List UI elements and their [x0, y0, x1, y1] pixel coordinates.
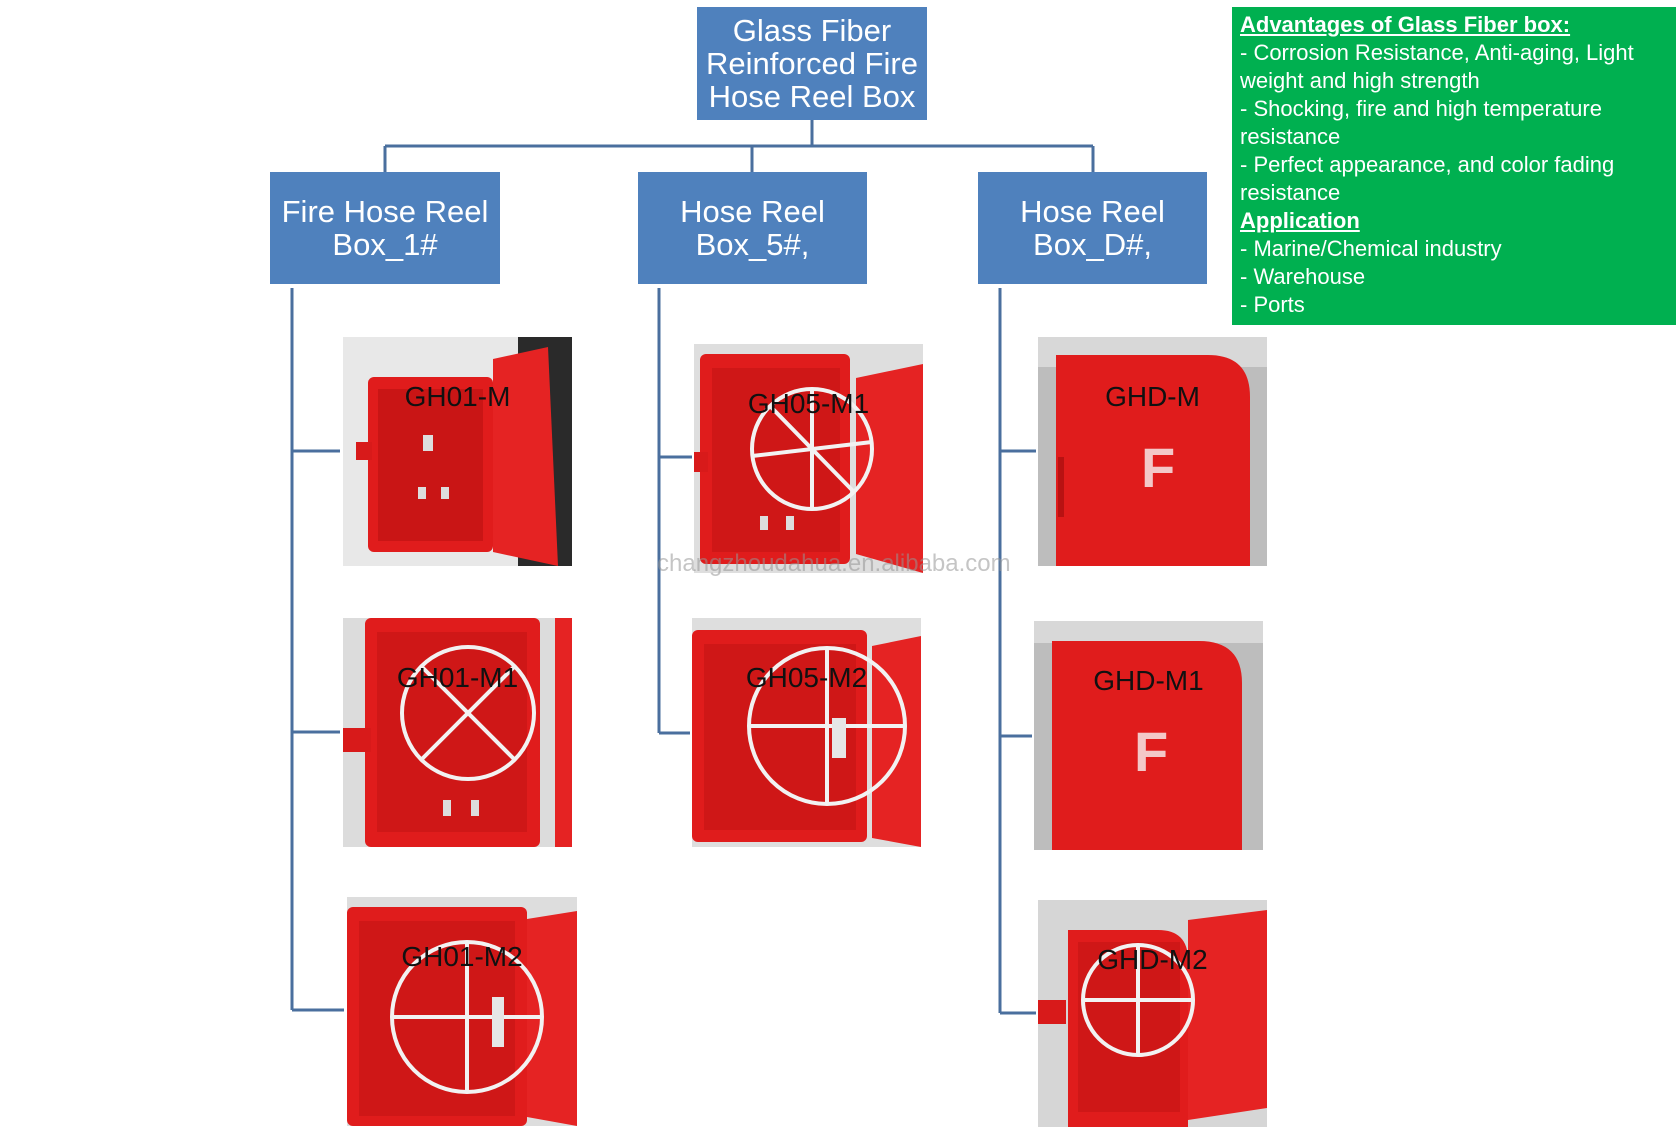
application-item: - Marine/Chemical industry — [1240, 236, 1502, 261]
photo-ghd-m1: GHD-M1 F — [1034, 621, 1263, 850]
open-box-reel-image — [694, 344, 923, 573]
category-label: Hose Reel Box_D#, — [1020, 194, 1165, 262]
model-label: GH01-M2 — [401, 941, 523, 972]
door-letter: F — [1141, 436, 1176, 499]
application-heading: Application — [1240, 208, 1360, 233]
category-box-1: Fire Hose Reel Box_1# — [270, 172, 500, 284]
info-panel: Advantages of Glass Fiber box: - Corrosi… — [1232, 7, 1676, 325]
photo-ghd-m: GHD-M F — [1038, 337, 1267, 566]
photo-gh01-m: GH01-M — [343, 337, 572, 566]
category-box-d: Hose Reel Box_D#, — [978, 172, 1207, 284]
photo-gh01-m1: GH01-M1 — [343, 618, 572, 847]
advantage-item: - Perfect appearance, and color fading r… — [1240, 152, 1615, 205]
open-box-reel-image — [692, 618, 921, 847]
open-box-reel-image — [343, 618, 572, 847]
model-label: GHD-M — [1105, 381, 1200, 412]
model-label: GHD-M2 — [1097, 944, 1208, 975]
application-item: - Warehouse — [1240, 264, 1366, 289]
photo-gh01-m2: GH01-M2 — [347, 897, 577, 1126]
closed-box-image — [1038, 337, 1267, 566]
category-box-5: Hose Reel Box_5#, — [638, 172, 867, 284]
open-box-reel-image — [347, 897, 577, 1126]
root-node: Glass Fiber Reinforced Fire Hose Reel Bo… — [697, 7, 927, 120]
model-label: GH05-M1 — [747, 388, 870, 419]
model-label: GH01-M — [404, 381, 511, 412]
open-box-reel-image — [1038, 900, 1267, 1127]
model-label: GHD-M1 — [1093, 665, 1204, 696]
photo-gh05-m2: GH05-M2 — [692, 618, 921, 847]
category-label: Hose Reel Box_5#, — [680, 194, 825, 262]
advantage-item: - Shocking, fire and high temperature re… — [1240, 96, 1602, 149]
advantages-heading: Advantages of Glass Fiber box: — [1240, 12, 1571, 37]
model-label: GH01-M1 — [396, 662, 519, 693]
watermark: changzhoudahua.en.alibaba.com — [657, 550, 1011, 577]
closed-box-image — [1034, 621, 1263, 850]
root-title: Glass Fiber Reinforced Fire Hose Reel Bo… — [706, 13, 918, 114]
open-box-image — [343, 337, 572, 566]
photo-gh05-m1: GH05-M1 — [694, 344, 923, 573]
photo-ghd-m2: GHD-M2 — [1038, 900, 1267, 1127]
door-letter: F — [1134, 720, 1169, 783]
model-label: GH05-M2 — [745, 662, 868, 693]
category-label: Fire Hose Reel Box_1# — [281, 194, 489, 262]
advantage-item: - Corrosion Resistance, Anti-aging, Ligh… — [1240, 40, 1634, 93]
application-item: - Ports — [1240, 292, 1305, 317]
